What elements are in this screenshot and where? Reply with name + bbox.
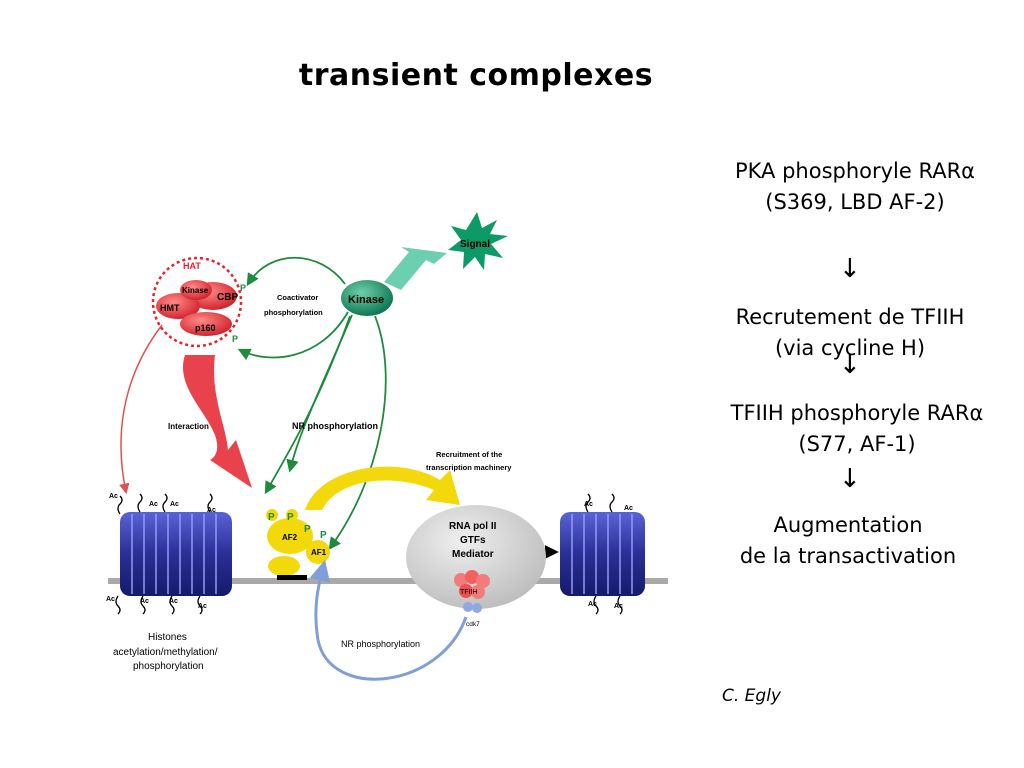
histones-caption: acetylation/methylation/	[113, 647, 218, 658]
ac-label: Ac	[207, 507, 216, 514]
histones-caption: phosphorylation	[133, 661, 204, 672]
nuclear-receptor	[266, 509, 330, 580]
tfiih-phospho-arrow	[309, 559, 468, 681]
histone-tails	[115, 493, 213, 615]
step-1-line1: PKA phosphoryle RARα	[734, 159, 976, 183]
ac-label: Ac	[109, 493, 118, 500]
ac-label: Ac	[106, 596, 115, 603]
page-title: transient complexes	[298, 58, 654, 93]
phospho-p: P	[304, 524, 311, 535]
interaction-label: Interaction	[168, 422, 209, 431]
coactivator-arrow-bottom	[237, 311, 349, 361]
kinase-label: Kinase	[348, 294, 384, 306]
step-1-line2: (S369, LBD AF-2)	[765, 190, 945, 214]
step-3-line1: TFIIH phosphoryle RARα	[730, 401, 984, 425]
step-4: Augmentation de la transactivation	[693, 510, 1003, 572]
p160-label: p160	[195, 323, 216, 333]
phospho-p: P	[287, 512, 294, 523]
signal-to-kinase-arrow	[384, 247, 447, 290]
ac-label: Ac	[140, 598, 149, 605]
ac-label: Ac	[198, 603, 207, 610]
phospho-p: P	[268, 512, 275, 523]
ac-label: Ac	[170, 501, 179, 508]
ac-label: Ac	[584, 501, 593, 508]
mediator-label: Mediator	[452, 549, 494, 560]
down-arrow-icon: ↓	[839, 464, 861, 494]
hmt-label: HMT	[160, 303, 180, 313]
kinase-node	[341, 280, 393, 316]
signal-label: Signal	[460, 239, 490, 250]
rna-pol-label: RNA pol II	[449, 521, 497, 532]
hat-label: HAT	[183, 261, 201, 271]
coactivator-arrow-top	[246, 256, 346, 287]
recruitment-arrow	[305, 466, 460, 510]
ac-label: Ac	[588, 601, 597, 608]
ac-label: Ac	[149, 501, 158, 508]
coactivator-label: Coactivator	[277, 293, 318, 302]
ac-label: Ac	[614, 603, 623, 610]
coactivator-complex	[151, 256, 243, 348]
cdk7-label: cdk7	[466, 621, 480, 628]
recruitment-label: Recruitment of the	[436, 450, 502, 459]
complex-kinase-label: Kinase	[182, 286, 209, 295]
ac-label: Ac	[624, 505, 633, 512]
ac-label: Ac	[169, 598, 178, 605]
cbp-label: CBP	[217, 292, 238, 303]
down-arrow-icon: ↓	[839, 350, 861, 380]
recruitment-label: transcription machinery	[426, 463, 512, 472]
credit: C. Egly	[722, 686, 781, 706]
step-4-line2: de la transactivation	[739, 544, 957, 568]
dna-strand	[108, 578, 668, 584]
tfiih-complex	[454, 570, 490, 613]
step-2-line1: Recrutement de TFIIH	[735, 305, 965, 329]
step-3-line2: (S77, AF-1)	[798, 432, 916, 456]
phospho-p: P	[232, 334, 238, 344]
af2-label: AF2	[282, 533, 298, 542]
coactivator-label: phosphorylation	[264, 308, 323, 317]
step-3: TFIIH phosphoryle RARα (S77, AF-1)	[700, 398, 1014, 460]
left-nucleosomes	[120, 512, 232, 596]
step-1: PKA phosphoryle RARα (S369, LBD AF-2)	[700, 156, 1010, 218]
nr-phosphorylation-label-bottom: NR phosphorylation	[341, 639, 420, 649]
step-2-line2: (via cycline H)	[774, 336, 926, 360]
rna-pol-complex	[406, 505, 546, 609]
phospho-p: P	[320, 530, 327, 541]
down-arrow-icon: ↓	[839, 254, 861, 284]
af1-label: AF1	[311, 548, 327, 557]
interaction-arrow	[182, 355, 252, 488]
step-2: Recrutement de TFIIH (via cycline H)	[695, 302, 1005, 364]
nr-phosphorylation-label: NR phosphorylation	[292, 421, 378, 431]
signal-burst	[448, 212, 508, 270]
right-nucleosomes	[560, 512, 645, 596]
histones-caption: Histones	[148, 632, 187, 643]
tfiih-label: TFIIH	[460, 589, 478, 596]
nr-phospho-arrow-3	[328, 315, 387, 551]
gtfs-label: GTFs	[460, 535, 486, 546]
phospho-p: P	[240, 283, 246, 293]
step-4-line1: Augmentation	[773, 513, 923, 537]
histone-modification-arrow	[119, 324, 163, 495]
nr-phospho-arrow-2	[264, 315, 351, 495]
